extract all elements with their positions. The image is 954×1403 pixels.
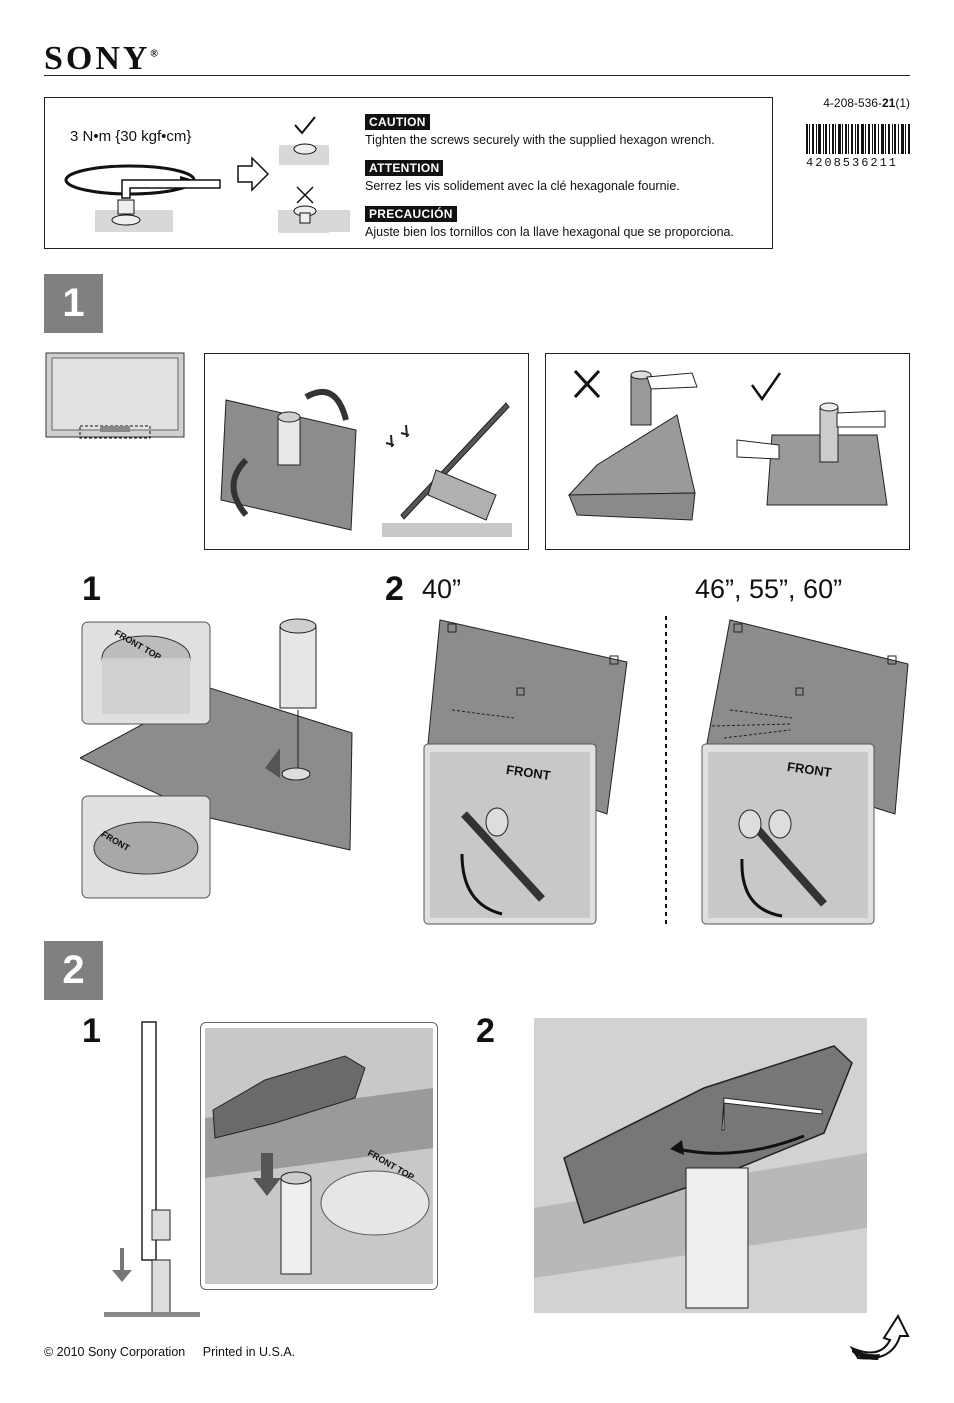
section-2-step-1-number: 1 — [82, 1012, 101, 1050]
precaucion-text: Ajuste bien los tornillos con la llave h… — [365, 225, 734, 239]
attention-text: Serrez les vis solidement avec la clé he… — [365, 179, 680, 193]
caution-label: CAUTION — [365, 114, 430, 130]
copyright-text: © 2010 Sony Corporation — [44, 1345, 186, 1359]
tv-back-thumbnail — [45, 352, 185, 439]
attention-warning: ATTENTION Serrez les vis solidement avec… — [365, 159, 765, 193]
section-1-step-2-number: 2 — [385, 570, 404, 608]
section-2-step-2-number: 2 — [476, 1012, 495, 1050]
size-40-label: 40” — [422, 574, 462, 604]
turn-page-arrow-icon — [850, 1313, 910, 1360]
screw-46-illustration — [701, 619, 909, 925]
wrench-torque-illustration — [64, 156, 350, 232]
barcode-image — [806, 124, 910, 154]
pole-mount-illustration — [80, 618, 353, 899]
caution-text: Tighten the screws securely with the sup… — [365, 133, 715, 147]
section-1-number: 1 — [44, 274, 103, 333]
stand-preparation-illustration — [220, 389, 512, 537]
dashed-divider — [665, 616, 667, 928]
footer: © 2010 Sony Corporation Printed in U.S.A… — [44, 1345, 295, 1359]
caution-warning: CAUTION Tighten the screws securely with… — [365, 113, 765, 147]
precaucion-label: PRECAUCIÓN — [365, 206, 457, 222]
screw-40-illustration — [423, 619, 628, 925]
screw-check-illustration — [279, 116, 329, 233]
section-2-number: 2 — [44, 941, 103, 1000]
stand-preparation-frame — [204, 353, 529, 550]
precaucion-warning: PRECAUCIÓN Ajuste bien los tornillos con… — [365, 205, 765, 239]
tv-side-illustration — [104, 1021, 200, 1317]
bracket-attach-frame — [200, 1022, 438, 1290]
part-number: 4-208-536-21(1) — [823, 96, 910, 110]
caution-panel — [44, 97, 773, 249]
handling-frame — [545, 353, 910, 550]
bracket-attach-illustration — [205, 1028, 433, 1284]
attention-label: ATTENTION — [365, 160, 444, 176]
header-rule — [44, 75, 910, 76]
torque-spec: 3 N•m {30 kgf•cm} — [70, 128, 192, 145]
size-46-55-60-label: 46”, 55”, 60” — [695, 574, 843, 604]
printed-in-text: Printed in U.S.A. — [202, 1345, 296, 1359]
barcode-number: 4208536211 — [806, 156, 899, 170]
handling-illustration — [567, 369, 888, 521]
bracket-tighten-illustration — [534, 1018, 867, 1313]
section-1-step-1-number: 1 — [82, 570, 101, 608]
sony-logo: SONY® — [44, 40, 158, 77]
